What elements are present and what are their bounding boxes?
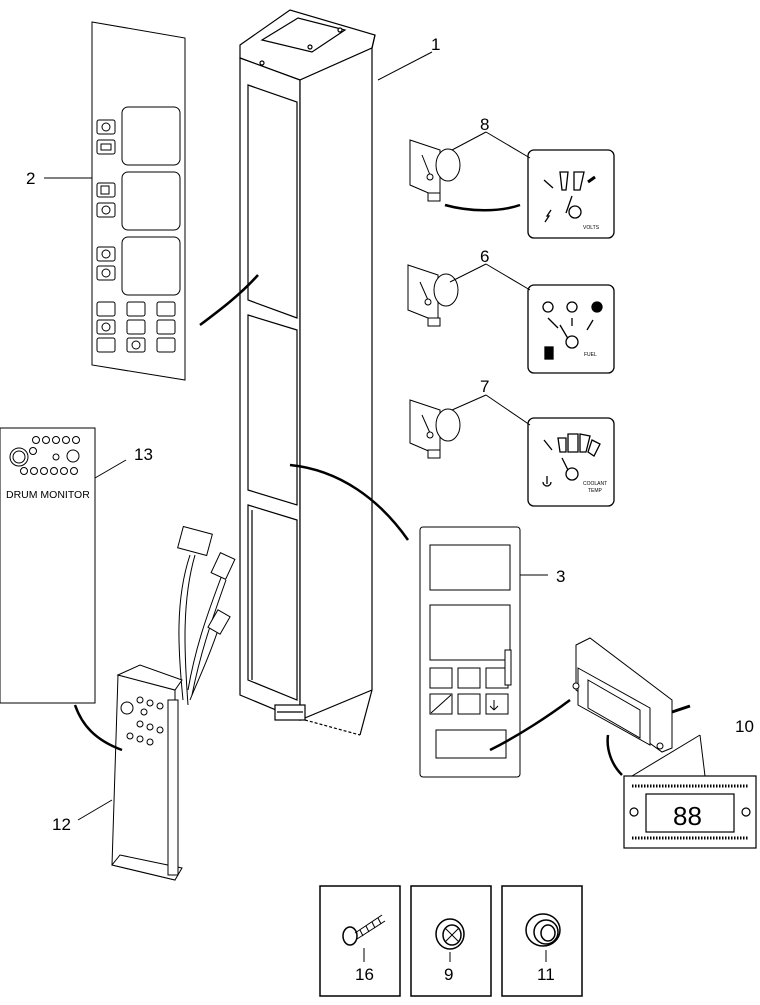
fuel-gauge-body	[407, 264, 459, 327]
monitor-panel	[419, 526, 521, 778]
column-housing	[239, 9, 376, 736]
coolant-gauge-body	[409, 399, 461, 459]
callout-11: 11	[537, 965, 555, 984]
callout-9: 9	[444, 965, 453, 984]
wiring-harness	[177, 525, 236, 706]
callout-10: 10	[735, 717, 754, 736]
leader-lines	[44, 51, 706, 962]
callout-13: 13	[134, 445, 153, 464]
fuel-gauge-face	[527, 284, 615, 374]
hardware-box-screw	[319, 885, 401, 997]
coolant-label-line1: COOLANT	[583, 481, 607, 487]
indicator-panel	[91, 21, 186, 381]
callout-1: 1	[431, 35, 440, 54]
hour-meter-housing	[572, 637, 691, 753]
hour-meter-face	[623, 775, 757, 849]
callout-8: 8	[480, 115, 489, 134]
callout-3: 3	[556, 567, 565, 586]
hardware-box-grommet	[501, 885, 583, 997]
callout-16: 16	[355, 965, 374, 984]
drum-monitor-label: DRUM MONITOR	[6, 489, 90, 501]
coolant-label-line2: TEMP	[588, 488, 603, 494]
callout-6: 6	[480, 247, 489, 266]
coolant-gauge-face	[527, 417, 615, 507]
callout-12: 12	[52, 815, 71, 834]
callout-2: 2	[26, 169, 35, 188]
drum-monitor-panel	[0, 427, 96, 704]
volts-gauge-face	[527, 149, 615, 239]
volts-label: VOLTS	[583, 225, 600, 231]
fuel-label: FUEL	[584, 352, 597, 358]
drum-monitor-module	[111, 664, 183, 881]
callout-7: 7	[480, 377, 489, 396]
hour-meter-digits: 88	[673, 801, 702, 831]
volts-gauge-body	[409, 139, 461, 202]
hardware-box-plug	[410, 885, 492, 997]
